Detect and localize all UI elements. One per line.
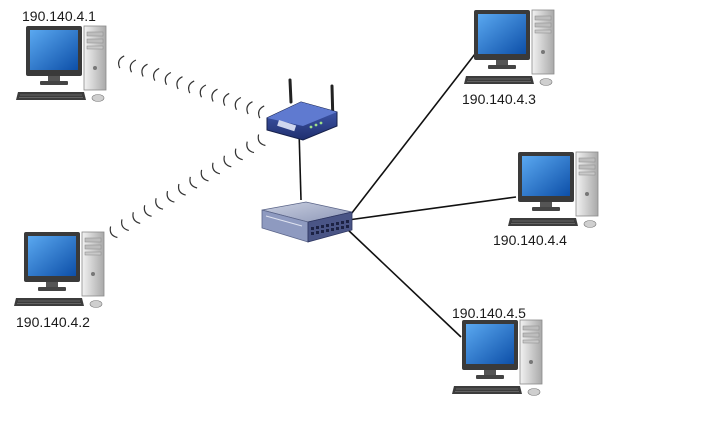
wireless-wave-arc <box>164 71 172 86</box>
wireless-wave-arc <box>166 190 175 203</box>
wireless-wave-arc <box>176 76 183 90</box>
pc3-desktop-computer-icon <box>463 9 555 86</box>
wireless-wave-arc <box>234 148 243 161</box>
wireless-wave-arc <box>118 55 125 69</box>
cable-router-switch <box>298 129 302 201</box>
wireless-wave-arc <box>212 162 221 175</box>
wireless-wave-arc <box>189 176 198 189</box>
pc2-desktop-computer-icon <box>13 231 105 308</box>
wireless-wave-arc <box>132 212 141 224</box>
wireless-router-icon <box>266 78 338 141</box>
wireless-wave-arc <box>129 59 137 73</box>
wireless-wave-arc <box>234 96 242 111</box>
wireless-wave-arc <box>141 63 148 77</box>
wireless-wave-arc <box>258 105 265 119</box>
wireless-wave-arc <box>223 155 232 168</box>
wireless-wave-arc <box>223 92 230 106</box>
pc5-ip-label: 190.140.4.5 <box>452 305 526 321</box>
wireless-wave-arc <box>177 183 186 196</box>
cable-switch-pc3 <box>347 53 476 219</box>
wireless-wave-arc <box>257 134 266 147</box>
wireless-wave-arc <box>153 67 160 81</box>
wireless-wave-arc <box>188 80 195 94</box>
pc1-desktop-computer-icon <box>15 25 107 102</box>
wireless-wave-arc <box>121 219 129 231</box>
wireless-wave-arc <box>246 141 255 154</box>
cables <box>298 53 517 338</box>
pc4-desktop-computer-icon <box>507 151 599 228</box>
wireless-wave-arc <box>109 226 118 239</box>
pc3-ip-label: 190.140.4.3 <box>462 91 536 107</box>
wireless-wave-arc <box>199 84 207 98</box>
cable-switch-pc5 <box>345 227 462 338</box>
wireless-wave-arc <box>200 169 209 182</box>
wireless-waves-pc1 <box>118 55 265 119</box>
pc2-ip-label: 190.140.4.2 <box>16 314 90 330</box>
pc5-desktop-computer-icon <box>451 319 543 396</box>
cable-switch-pc4 <box>347 196 517 221</box>
wireless-wave-arc <box>155 198 164 210</box>
wireless-waves-pc2 <box>109 134 266 239</box>
wireless-wave-arc <box>143 205 152 217</box>
pc4-ip-label: 190.140.4.4 <box>493 232 567 248</box>
pc1-ip-label: 190.140.4.1 <box>22 8 96 24</box>
wireless-wave-arc <box>246 101 253 115</box>
wireless-wave-arc <box>211 88 218 102</box>
network-switch-icon <box>261 201 353 243</box>
